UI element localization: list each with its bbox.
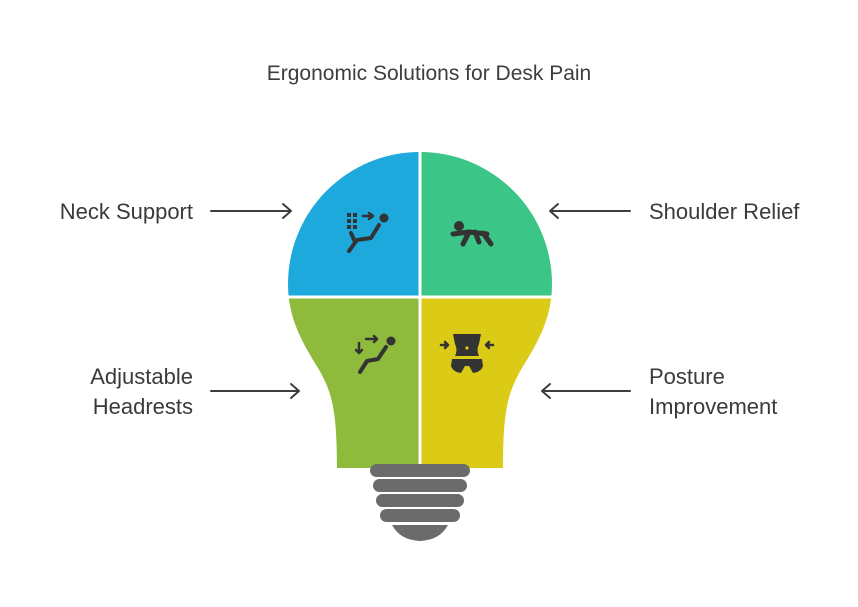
label-neck-support: Neck Support <box>40 197 193 227</box>
label-adjustable-headrests-line-2: Headrests <box>92 394 193 419</box>
arrow-adjustable-headrests <box>210 383 300 399</box>
waist-torso-icon <box>439 334 495 373</box>
label-adjustable-headrests: Adjustable Headrests <box>40 362 193 422</box>
arrow-shoulder-relief <box>549 203 631 219</box>
label-shoulder-relief-line-1: Shoulder Relief <box>649 199 800 224</box>
stretching-person-icon <box>450 221 494 247</box>
bulb-base <box>370 464 470 541</box>
arrows <box>210 203 631 399</box>
label-posture-improvement-line-1: Posture <box>649 364 725 389</box>
base-thread-2 <box>373 479 467 492</box>
arrow-neck-support <box>210 203 292 219</box>
adjusting-seat-icon <box>354 334 396 374</box>
label-shoulder-relief: Shoulder Relief <box>649 197 799 227</box>
quadrant-adjustable-headrests <box>288 297 420 468</box>
quadrant-neck-support <box>288 152 420 297</box>
base-thread-1 <box>370 464 470 477</box>
label-posture-improvement: Posture Improvement <box>649 362 777 422</box>
reclined-seat-icon <box>347 211 389 253</box>
label-posture-improvement-line-2: Improvement <box>649 394 778 419</box>
quadrant-shoulder-relief <box>420 152 552 297</box>
base-thread-3 <box>376 494 464 507</box>
label-adjustable-headrests-line-1: Adjustable <box>90 364 193 389</box>
diagram-title: Ergonomic Solutions for Desk Pain <box>266 62 592 85</box>
base-thread-4 <box>380 509 460 522</box>
arrow-posture-improvement <box>541 383 631 399</box>
label-neck-support-line-1: Neck Support <box>59 199 193 224</box>
icons <box>347 211 495 374</box>
base-tip <box>392 525 448 541</box>
